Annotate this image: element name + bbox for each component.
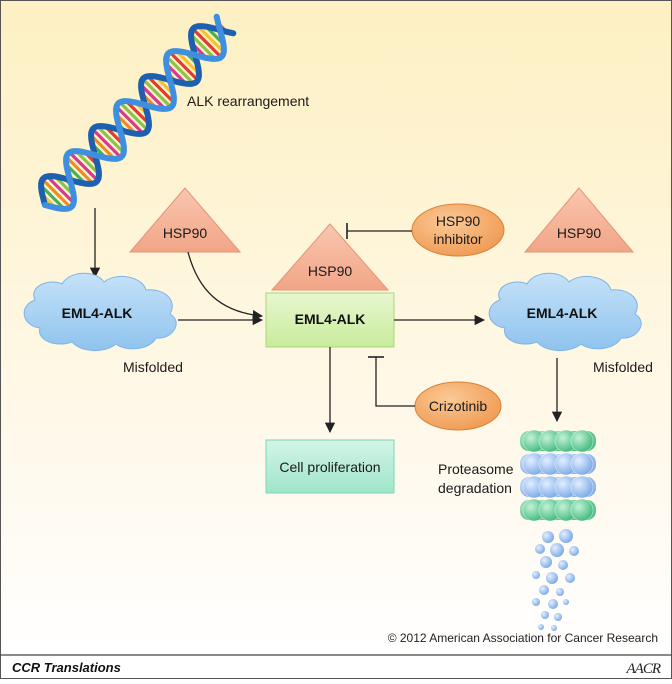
eml4-alk-label-left: EML4-ALK — [62, 305, 133, 321]
crizotinib-label: Crizotinib — [429, 398, 488, 414]
proteasome-subunit-icon — [570, 452, 594, 476]
dna-rung-icon — [174, 49, 201, 76]
eml4-alk-cloud-right — [488, 272, 642, 351]
degradation-bubble-icon — [558, 560, 568, 570]
dna-helix-icon — [38, 13, 237, 212]
degradation-bubble-icon — [542, 531, 554, 543]
hsp90-label-left: HSP90 — [163, 225, 208, 241]
degradation-bubble-icon — [540, 556, 552, 568]
dna-strand-front-icon — [42, 13, 227, 212]
hsp90-inhibitor-label-line2: inhibitor — [433, 231, 482, 247]
hsp90-inhibitor-label-line1: HSP90 — [436, 213, 481, 229]
proteasome-subunit-icon — [570, 498, 594, 522]
inhibition-line-crizotinib — [375, 357, 415, 407]
alk-rearrangement-label: ALK rearrangement — [187, 93, 309, 109]
arrow-hsp90-binding — [187, 251, 264, 321]
proteasome-icon — [520, 429, 596, 522]
eml4-alk-box-center — [265, 292, 395, 348]
dna-rung-icon — [89, 133, 117, 161]
dna-rung-icon — [64, 155, 95, 186]
eml4-alk-label-right: EML4-ALK — [527, 305, 598, 321]
dna-rung-icon — [146, 74, 176, 104]
proteasome-label-line1: Proteasome — [438, 461, 514, 477]
hsp90-triangle-left — [128, 187, 242, 253]
dna-rung-icon — [74, 149, 101, 176]
dna-rung-icon — [124, 99, 151, 126]
hsp90-triangle-center — [270, 223, 390, 291]
eml4-alk-label-center: EML4-ALK — [295, 311, 366, 327]
misfolded-label-right: Misfolded — [593, 359, 653, 375]
proteasome-subunit-icon — [570, 475, 594, 499]
dna-rung-icon — [39, 184, 66, 211]
dna-rung-icon — [191, 27, 223, 59]
hsp90-inhibitor-oval — [411, 203, 505, 257]
hsp90-label-center: HSP90 — [308, 263, 353, 279]
degradation-bubble-icon — [535, 544, 545, 554]
degradation-bubble-icon — [541, 611, 549, 619]
misfolded-label-left: Misfolded — [123, 359, 183, 375]
hsp90-label-right: HSP90 — [557, 225, 602, 241]
dna-rung-icon — [189, 33, 217, 61]
dna-rung-icon — [45, 174, 76, 205]
dna-rung-icon — [40, 177, 73, 210]
eml4-alk-cloud-left — [23, 272, 177, 351]
dna-rung-icon — [196, 24, 226, 54]
dna-rung-icon — [168, 50, 200, 82]
degradation-bubble-icon — [551, 625, 557, 631]
cell-proliferation-label: Cell proliferation — [279, 459, 380, 475]
proteasome-subunit-icon — [570, 429, 594, 453]
degradation-bubble-icon — [548, 599, 558, 609]
degradation-bubble-icon — [550, 543, 564, 557]
dna-rung-icon — [95, 124, 126, 155]
degradation-bubble-icon — [563, 599, 569, 605]
degradation-bubble-icon — [532, 598, 540, 606]
dna-rung-icon — [141, 77, 173, 109]
degradation-bubble-icon — [546, 572, 558, 584]
dna-rung-icon — [67, 150, 100, 183]
degradation-bubble-icon — [559, 529, 573, 543]
hsp90-triangle-right — [523, 187, 635, 253]
degradation-bubble-icon — [532, 571, 540, 579]
aacr-logo: AACR — [626, 661, 661, 677]
dna-rung-icon — [139, 83, 167, 111]
copyright-text: © 2012 American Association for Cancer R… — [388, 631, 658, 645]
degradation-bubble-icon — [554, 613, 562, 621]
degradation-bubble-icon — [565, 573, 575, 583]
degradation-bubbles-icon — [532, 529, 579, 631]
degradation-bubble-icon — [556, 588, 564, 596]
degradation-bubble-icon — [569, 546, 579, 556]
cell-proliferation-box — [265, 439, 395, 494]
proteasome-label-line2: degradation — [438, 480, 512, 496]
dna-rung-icon — [164, 54, 196, 86]
footer-series-title: CCR Translations — [12, 660, 121, 675]
degradation-bubble-icon — [538, 624, 544, 630]
degradation-bubble-icon — [539, 585, 549, 595]
dna-rung-icon — [114, 105, 145, 136]
dna-rung-icon — [91, 127, 123, 159]
dna-rung-icon — [118, 100, 150, 132]
